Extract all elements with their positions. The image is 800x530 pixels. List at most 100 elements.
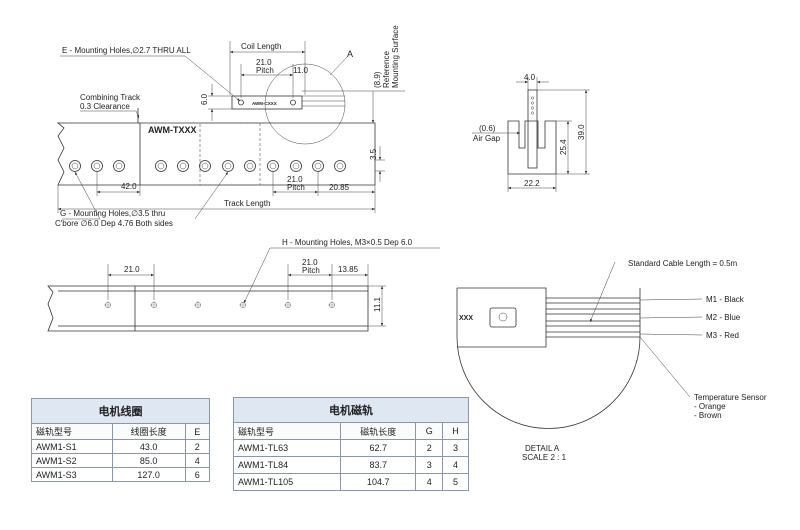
track-hole <box>222 160 234 172</box>
front-cables <box>302 90 345 107</box>
dim-20-85: 20.85 <box>329 183 350 192</box>
table-header: 磁轨型号 <box>31 423 113 440</box>
bottom-track-body <box>47 285 369 332</box>
bottom-pitch-label: Pitch <box>302 266 320 275</box>
table-header: 线圈长度 <box>111 423 186 440</box>
front-view: AWM-CXXX A AWM-TXXX <box>55 25 405 228</box>
track-hole <box>91 160 103 172</box>
table-cell: 43.0 <box>111 439 186 454</box>
table-cell: 3 <box>415 456 444 474</box>
detail-scale: SCALE 2 : 1 <box>522 453 567 462</box>
air-gap-label: Air Gap <box>473 134 501 143</box>
track-hole <box>244 160 256 172</box>
dim-42: 42.0 <box>121 182 137 191</box>
coil-mounting-bar <box>231 95 303 110</box>
table-cell: AWM1-TL105 <box>232 473 342 491</box>
detail-a-boundary <box>456 288 641 429</box>
track-hole <box>267 160 279 172</box>
coil-pitch-value: 21.0 <box>256 58 272 67</box>
table-cell: 127.0 <box>111 467 186 482</box>
clearance: 0.3 Clearance <box>80 102 130 111</box>
track-length-label: Track Length <box>224 199 270 208</box>
temp-sensor-label: Temperature Sensor <box>694 393 767 402</box>
table-row: AWM1-S1 43.0 2 <box>31 439 211 454</box>
table-cell: AWM1-TL63 <box>232 439 342 457</box>
table-row: AWM1-S3 127.0 6 <box>31 467 211 482</box>
dim-3-5: 3.5 <box>369 148 378 160</box>
detail-a-view: XXX Standard Cable Length = 0.5m M1 - Bl… <box>456 259 767 462</box>
table-cell: 83.7 <box>340 456 417 474</box>
bottom-dim-11-1: 11.1 <box>373 296 382 312</box>
air-gap-value: (0.6) <box>479 124 496 133</box>
table-header-row: 磁轨型号 线圈长度 E <box>31 423 211 440</box>
coil-marking: AWM-CXXX <box>252 101 277 106</box>
coil-length-label: Coil Length <box>241 42 281 51</box>
temp-sensor-orange: - Orange <box>694 402 726 411</box>
track-hole <box>199 160 211 172</box>
bottom-holes <box>105 302 335 308</box>
detail-caption: DETAIL A <box>525 444 560 453</box>
track-hole <box>155 160 167 172</box>
track-pitch-value: 21.0 <box>287 175 303 184</box>
ref-surface-label-2: Mounting Surface <box>391 25 400 88</box>
end-view: 4.0 (0.6) Air Gap 25.4 39.0 22.2 <box>472 73 590 192</box>
coil-table-title: 电机线圈 <box>31 398 210 423</box>
table-cell: 4 <box>415 473 444 491</box>
track-hole <box>334 160 346 172</box>
track-body <box>56 122 376 186</box>
magnet-track-spec-table: 电机磁轨 磁轨型号 磁轨长度 G H AWM1-TL63 62.7 2 3 AW… <box>232 397 469 491</box>
end-track-profile <box>507 120 557 175</box>
track-hole <box>290 160 302 172</box>
temp-sensor-brown: - Brown <box>694 411 722 420</box>
ref-surface-label: Reference <box>382 51 391 88</box>
table-header: 磁轨型号 <box>232 422 342 440</box>
table-header: G <box>415 422 444 440</box>
wire-m2: M2 - Blue <box>706 313 741 322</box>
table-cell: 5 <box>442 473 469 491</box>
detail-a-marker: A <box>347 49 353 59</box>
track-hole <box>69 160 81 172</box>
bottom-view: 21.0 H - Mounting Holes, M3×0.5 Dep 6.0 … <box>47 238 440 332</box>
height-39: 39.0 <box>577 124 586 140</box>
height-6: 6.0 <box>200 93 209 105</box>
wire-m1: M1 - Black <box>706 295 745 304</box>
table-cell: AWM1-S1 <box>31 439 113 454</box>
table-cell: 85.0 <box>111 453 186 468</box>
track-hole <box>113 160 125 172</box>
detail-cables <box>546 297 640 338</box>
table-cell: 6 <box>184 467 211 482</box>
magnet-table-title: 电机磁轨 <box>233 397 469 422</box>
ref-surface-value: (8.9) <box>373 71 382 88</box>
table-cell: 104.7 <box>340 473 417 491</box>
coil-spec-table: 电机线圈 磁轨型号 线圈长度 E AWM1-S1 43.0 2 AWM1-S2 … <box>31 398 211 482</box>
table-row: AWM1-TL105 104.7 4 5 <box>232 473 469 491</box>
table-cell: 2 <box>184 439 211 454</box>
track-hole <box>312 160 324 172</box>
table-cell: 4 <box>184 453 211 468</box>
cable-length-label: Standard Cable Length = 0.5m <box>628 259 738 268</box>
table-row: AWM1-S2 85.0 4 <box>31 453 211 468</box>
mounting-holes-h: H - Mounting Holes, M3×0.5 Dep 6.0 <box>282 238 413 247</box>
coil-offset: 11.0 <box>293 66 309 75</box>
table-cell: 62.7 <box>340 439 417 457</box>
table-header: H <box>442 422 469 440</box>
track-model-label: AWM-TXXX <box>148 125 197 135</box>
track-hole <box>177 160 189 172</box>
detail-coil-fragment: XXX <box>459 315 473 322</box>
track-pitch-label: Pitch <box>287 183 305 192</box>
width-4: 4.0 <box>524 73 536 82</box>
table-row: AWM1-TL84 83.7 3 4 <box>232 456 469 474</box>
table-header-row: 磁轨型号 磁轨长度 G H <box>232 422 469 440</box>
width-22-2: 22.2 <box>524 179 540 188</box>
end-coil-blade <box>527 89 538 169</box>
detail-coil-body <box>457 287 547 348</box>
mounting-holes-e: E - Mounting Holes,∅2.7 THRU ALL <box>62 46 191 55</box>
table-cell: 4 <box>442 456 469 474</box>
coil-outline <box>199 122 261 186</box>
track-holes <box>69 160 346 172</box>
table-header: E <box>184 423 211 440</box>
height-25-4: 25.4 <box>559 139 568 155</box>
table-header: 磁轨长度 <box>340 422 417 440</box>
bottom-dim-13-85: 13.85 <box>338 265 359 274</box>
